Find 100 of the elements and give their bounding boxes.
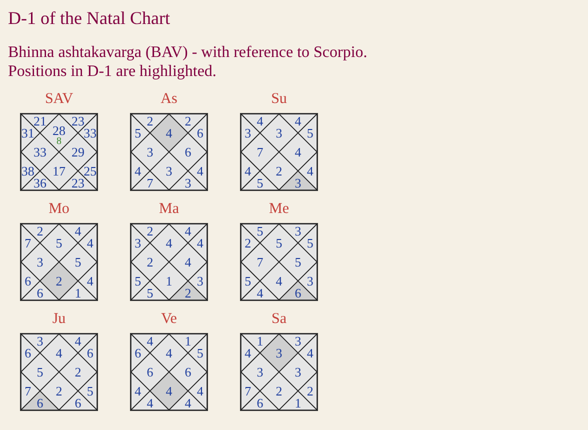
house-score: 1 — [74, 286, 82, 300]
house-score: 23 — [72, 176, 84, 190]
house-score: 4 — [146, 396, 154, 410]
house-score: 2 — [146, 114, 154, 128]
house-score: 6 — [24, 274, 32, 288]
house-score: 3 — [36, 256, 44, 268]
house-score: 4 — [196, 164, 204, 178]
house-score: 3 — [294, 176, 302, 190]
house-score: 4 — [74, 224, 82, 238]
house-score: 2 — [184, 286, 192, 300]
house-score: 6 — [24, 346, 32, 360]
house-score: 4 — [256, 114, 264, 128]
chart-title: Ju — [51, 311, 67, 327]
house-score: 5 — [196, 346, 204, 360]
house-score: 4 — [184, 396, 192, 410]
house-score: 4 — [74, 334, 82, 348]
sign-number: 8 — [56, 137, 62, 146]
house-score: 33 — [84, 126, 97, 140]
house-score: 4 — [184, 224, 192, 238]
house-score: 4 — [294, 114, 302, 128]
house-score: 3 — [294, 224, 302, 238]
house-score: 5 — [256, 176, 264, 190]
house-score: 2 — [306, 384, 314, 398]
house-score: 2 — [56, 384, 62, 398]
house-score: 4 — [86, 236, 94, 250]
house-score: 6 — [74, 396, 82, 410]
house-score: 2 — [74, 366, 82, 378]
house-score: 38 — [21, 164, 34, 178]
house-score: 33 — [34, 146, 46, 158]
house-score: 4 — [134, 384, 142, 398]
house-score: 5 — [74, 256, 82, 268]
house-score: 36 — [34, 176, 46, 190]
house-score: 4 — [184, 256, 192, 268]
house-score: 2 — [146, 224, 154, 238]
chart-title: Mo — [48, 201, 70, 217]
house-score: 7 — [24, 384, 32, 398]
house-score: 7 — [256, 146, 264, 158]
house-score: 6 — [36, 286, 44, 300]
house-score: 6 — [146, 366, 154, 378]
house-score: 5 — [276, 236, 282, 250]
house-score: 5 — [306, 126, 314, 140]
chart-title: Sa — [270, 311, 288, 327]
house-score: 2 — [56, 274, 62, 288]
house-score: 31 — [21, 126, 34, 140]
house-score: 3 — [36, 334, 44, 348]
house-score: 3 — [256, 366, 264, 378]
house-score: 6 — [184, 146, 192, 158]
house-score: 3 — [294, 334, 302, 348]
house-score: 3 — [276, 126, 282, 140]
house-score: 5 — [36, 366, 44, 378]
house-score: 6 — [294, 286, 302, 300]
house-score: 7 — [244, 384, 252, 398]
house-score: 5 — [256, 224, 264, 238]
house-score: 1 — [294, 396, 302, 410]
chart-title: Su — [270, 91, 288, 107]
house-score: 4 — [166, 384, 172, 398]
house-score: 25 — [84, 164, 97, 178]
house-score: 2 — [276, 384, 282, 398]
house-score: 3 — [146, 146, 154, 158]
house-score: 23 — [72, 114, 84, 128]
house-score: 5 — [86, 384, 94, 398]
house-score: 3 — [184, 176, 192, 190]
house-score: 6 — [256, 396, 264, 410]
house-score: 5 — [146, 286, 154, 300]
house-score: 4 — [146, 334, 154, 348]
chart-title: Me — [268, 201, 290, 217]
house-score: 4 — [196, 236, 204, 250]
house-score: 3 — [134, 236, 142, 250]
house-score: 5 — [244, 274, 252, 288]
description-text: Positions in D-1 are highlighted. — [8, 62, 218, 81]
house-score: 4 — [166, 236, 172, 250]
house-score: 29 — [72, 146, 84, 158]
house-score: 4 — [276, 274, 282, 288]
house-score: 4 — [56, 346, 62, 360]
description-text: Bhinna ashtakavarga (BAV) - with reference to Scorpio. — [8, 43, 368, 62]
house-score: 17 — [52, 164, 66, 178]
house-score: 2 — [276, 164, 282, 178]
house-score: 4 — [306, 346, 314, 360]
house-score: 4 — [134, 164, 142, 178]
house-score: 7 — [24, 236, 32, 250]
house-score: 3 — [166, 164, 172, 178]
house-score: 5 — [134, 274, 142, 288]
house-score: 6 — [196, 126, 204, 140]
house-score: 6 — [86, 346, 94, 360]
house-score: 7 — [146, 176, 154, 190]
house-score: 4 — [196, 384, 204, 398]
house-score: 5 — [56, 236, 62, 250]
house-score: 3 — [276, 346, 282, 360]
house-score: 4 — [306, 164, 314, 178]
house-score: 4 — [294, 146, 302, 158]
house-score: 1 — [184, 334, 192, 348]
house-score: 6 — [36, 396, 44, 410]
chart-title: SAV — [44, 91, 74, 107]
page-title: D-1 of the Natal Chart — [8, 7, 170, 29]
house-score: 28 — [52, 124, 66, 137]
house-score: 4 — [166, 346, 172, 360]
house-score: 2 — [36, 224, 44, 238]
house-score: 3 — [306, 274, 314, 288]
house-score: 21 — [34, 114, 46, 128]
house-score: 2 — [146, 256, 154, 268]
